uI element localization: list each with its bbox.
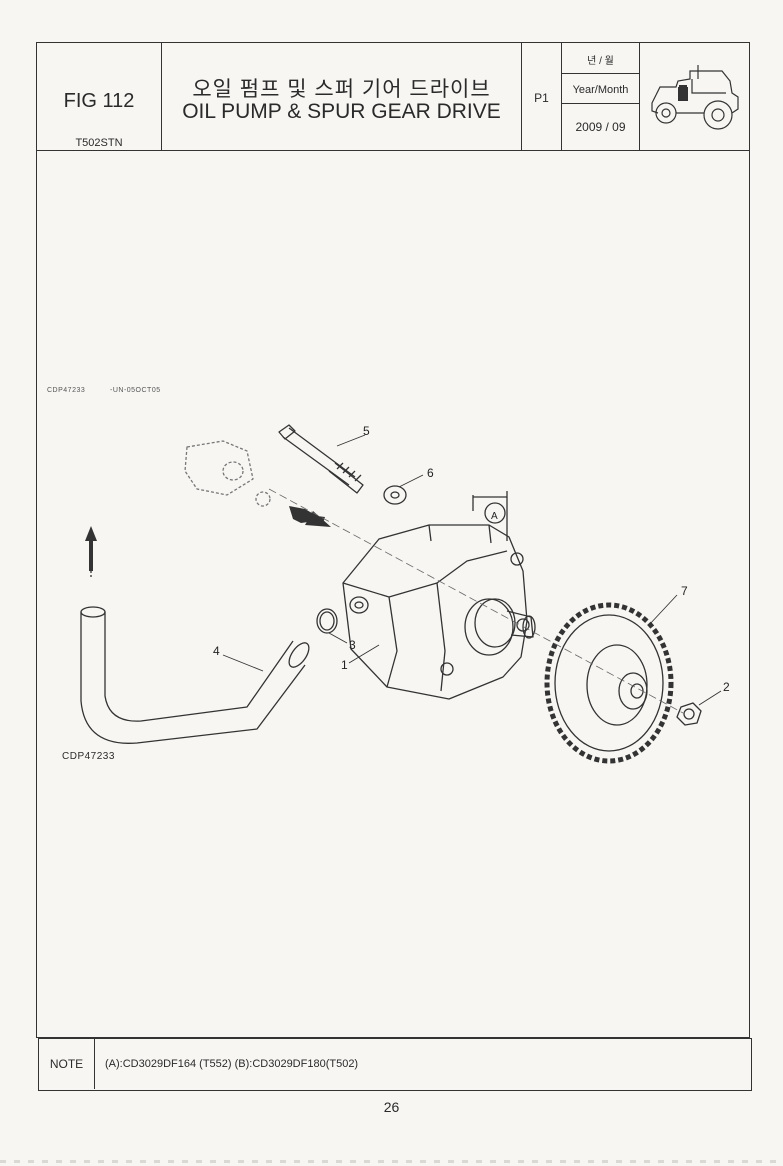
o-ring-part xyxy=(316,608,338,634)
oil-pump-body xyxy=(342,524,536,700)
callout-2: 2 xyxy=(723,680,730,694)
callout-1: 1 xyxy=(341,658,348,672)
callout-7: 7 xyxy=(681,584,688,598)
parts-page-frame: FIG 112 T502STN 오일 펌프 및 스퍼 기어 드라이브 OIL P… xyxy=(36,42,750,1038)
title-cell: 오일 펌프 및 스퍼 기어 드라이브 OIL PUMP & SPUR GEAR … xyxy=(162,43,522,151)
reference-marker-a xyxy=(472,491,508,541)
flow-arrow-icon xyxy=(289,506,331,527)
note-text: (A):CD3029DF164 (T552) (B):CD3029DF180(T… xyxy=(105,1058,359,1070)
bolt-part xyxy=(278,424,364,494)
model-code: T502STN xyxy=(75,137,123,149)
title-korean: 오일 펌프 및 스퍼 기어 드라이브 xyxy=(192,78,491,101)
oil-pipe-part xyxy=(80,606,310,744)
date-value: 2009 / 09 xyxy=(575,120,626,134)
note-row: NOTE (A):CD3029DF164 (T552) (B):CD3029DF… xyxy=(38,1038,752,1091)
tractor-icon xyxy=(651,65,739,130)
drawing-code-top: CDP47233 xyxy=(47,387,86,394)
callout-4: 4 xyxy=(213,644,220,658)
title-english: OIL PUMP & SPUR GEAR DRIVE xyxy=(182,100,501,123)
note-label: NOTE xyxy=(39,1039,95,1089)
callout-6: 6 xyxy=(427,466,434,480)
page-cell: P1 xyxy=(522,43,562,151)
date-cell: 년 / 월 Year/Month 2009 / 09 xyxy=(562,43,640,151)
callout-a: A xyxy=(491,511,498,522)
page-number: 26 xyxy=(383,1099,400,1115)
exploded-parts-drawing: CDP47233 -UN-05OCT05 xyxy=(37,151,749,1038)
fig-cell: FIG 112 T502STN xyxy=(37,43,162,151)
up-arrow-icon xyxy=(85,526,97,579)
connector-outline xyxy=(184,440,271,507)
scan-edge-noise xyxy=(0,1160,783,1163)
callout-3: 3 xyxy=(349,638,356,652)
drawing-code-date: -UN-05OCT05 xyxy=(110,387,161,394)
icon-cell xyxy=(640,43,749,151)
date-label: Year/Month xyxy=(572,84,629,96)
date-label-korean: 년 / 월 xyxy=(587,56,614,67)
callout-5: 5 xyxy=(363,424,370,438)
nut-part xyxy=(676,702,702,726)
washer-part xyxy=(383,485,407,505)
figure-number: FIG 112 xyxy=(63,90,135,112)
drawing-code-bottom: CDP47233 xyxy=(62,751,115,762)
header-table: FIG 112 T502STN 오일 펌프 및 스퍼 기어 드라이브 OIL P… xyxy=(37,43,749,151)
page-code: P1 xyxy=(534,91,549,105)
spur-gear-part xyxy=(544,602,674,764)
